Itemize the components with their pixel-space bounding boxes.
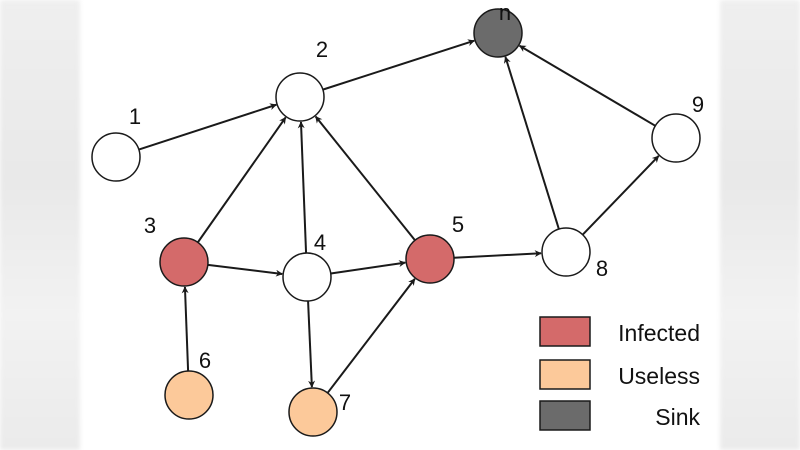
- legend-label-infected: Infected: [618, 320, 700, 346]
- legend-label-sink: Sink: [655, 404, 700, 430]
- edge-2-to-n: [322, 39, 475, 91]
- right-blur-panel: [720, 0, 800, 450]
- node-6: [164, 370, 214, 420]
- labels-layer: n 2 1 9 3 4 5 8 6 7: [129, 0, 704, 415]
- node-7: [288, 387, 338, 437]
- node-label-6: 6: [199, 348, 211, 373]
- legend-swatch-sink: [539, 400, 591, 431]
- node-label-4: 4: [314, 230, 326, 255]
- edge-9-to-n: [518, 44, 656, 127]
- edge-5-to-2: [314, 115, 416, 241]
- edges-layer: [138, 39, 660, 394]
- legend-swatch-useless: [539, 359, 591, 390]
- edge-7-to-5: [326, 278, 416, 394]
- legend-label-useless: Useless: [618, 363, 700, 389]
- edge-4-to-5: [330, 260, 406, 275]
- edge-8-to-9: [581, 155, 660, 236]
- node-label-8: 8: [596, 256, 608, 281]
- node-3: [159, 237, 209, 287]
- node-5: [405, 234, 455, 284]
- node-label-2: 2: [316, 37, 328, 62]
- nodes-layer: [91, 8, 701, 437]
- edge-4-to-7: [307, 300, 316, 388]
- node-1: [91, 132, 141, 182]
- node-8: [541, 227, 591, 277]
- node-4: [282, 252, 332, 302]
- legend: Infected Useless Sink: [539, 316, 700, 431]
- edge-3-to-4: [207, 263, 283, 277]
- node-label-9: 9: [692, 92, 704, 117]
- node-9: [651, 113, 701, 163]
- node-label-3: 3: [144, 213, 156, 238]
- node-label-n: n: [499, 0, 511, 25]
- edge-1-to-2: [138, 103, 277, 151]
- node-2: [275, 72, 325, 122]
- edge-3-to-2: [196, 116, 287, 243]
- node-n: [473, 8, 523, 58]
- left-blur-panel: [0, 0, 80, 450]
- node-label-1: 1: [129, 104, 141, 129]
- edge-8-to-n: [503, 56, 560, 230]
- edge-5-to-8: [453, 250, 542, 259]
- node-label-7: 7: [339, 390, 351, 415]
- edge-4-to-2: [297, 121, 308, 254]
- legend-swatch-infected: [539, 316, 591, 347]
- node-label-5: 5: [452, 212, 464, 237]
- edge-6-to-3: [181, 286, 190, 372]
